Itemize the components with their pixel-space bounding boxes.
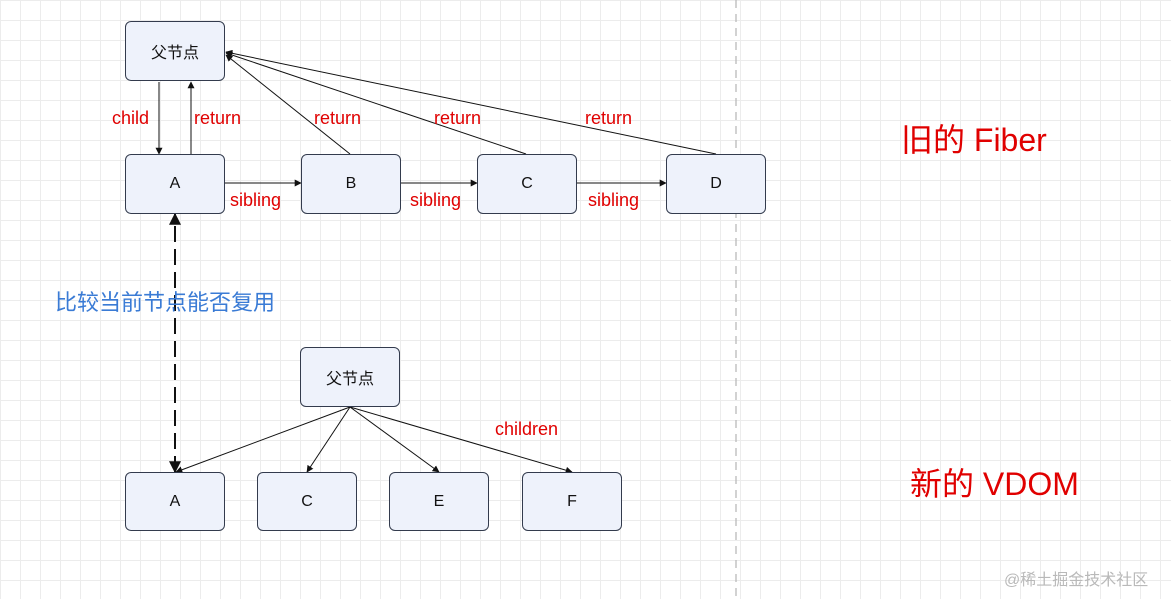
label-return-d: return — [585, 108, 633, 128]
watermark: @稀土掘金技术社区 — [1004, 572, 1149, 589]
fiber-node-c: C — [477, 154, 577, 214]
vdom-node-e: E — [389, 472, 489, 531]
label-return-b: return — [314, 108, 362, 128]
label-child: child — [112, 108, 150, 128]
fiber-node-a: A — [125, 154, 225, 214]
fiber-node-b: B — [301, 154, 401, 214]
vdom-node-a: A — [125, 472, 225, 531]
compare-label: 比较当前节点能否复用 — [55, 290, 276, 315]
fiber-node-d: D — [666, 154, 766, 214]
label-return-c: return — [434, 108, 482, 128]
vdom-parent-node: 父节点 — [300, 347, 400, 407]
edge-return-d — [225, 49, 717, 155]
edge-return-b — [225, 54, 351, 155]
fiber-title: 旧的 Fiber — [901, 122, 1047, 158]
edge-return-c — [225, 51, 527, 155]
edge-children-f — [349, 406, 573, 474]
vdom-node-f: F — [522, 472, 622, 531]
fiber-parent-node: 父节点 — [125, 21, 225, 81]
label-sibling-bc: sibling — [410, 190, 462, 210]
edge-children-c — [306, 406, 351, 473]
label-return-a: return — [194, 108, 242, 128]
edge-children-e — [349, 406, 440, 473]
label-sibling-ab: sibling — [230, 190, 282, 210]
vdom-title: 新的 VDOM — [910, 466, 1079, 502]
edge-children-a — [175, 406, 351, 474]
vdom-node-c: C — [257, 472, 357, 531]
label-sibling-cd: sibling — [588, 190, 640, 210]
label-children: children — [495, 419, 559, 439]
